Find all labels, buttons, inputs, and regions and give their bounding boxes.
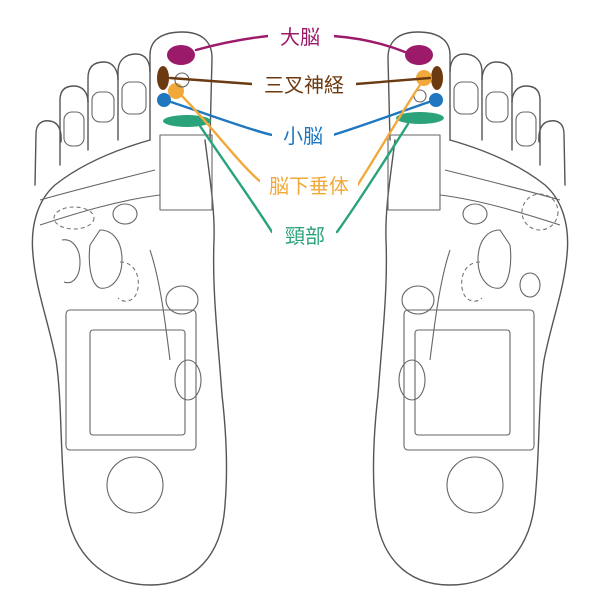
right-trigeminal-leader xyxy=(354,76,432,86)
left-big-toe xyxy=(149,31,213,141)
right-stomach-zone xyxy=(401,285,435,315)
cerebrum-label: 大脳 xyxy=(280,25,320,49)
right-big-toe xyxy=(387,31,451,141)
left-liver-zone xyxy=(61,239,81,284)
reflex-zones xyxy=(157,45,444,127)
left-heel-zone xyxy=(106,456,164,514)
right-adrenal-zone xyxy=(462,203,488,225)
left-toe-5 xyxy=(34,120,62,186)
cerebellum-label: 小脳 xyxy=(283,124,323,148)
pituitary-label-bg xyxy=(260,172,358,200)
right-cerebrum-leader xyxy=(331,34,407,54)
right-ureter-zone xyxy=(461,261,483,302)
trigeminal-label-bg xyxy=(252,70,356,98)
right-lung-line xyxy=(439,194,561,226)
left-adrenal-zone xyxy=(112,203,138,225)
left-cerebrum-zone xyxy=(167,45,195,65)
left-trigeminal-leader xyxy=(168,76,254,86)
left-toe3-pad xyxy=(91,91,115,123)
cerebellum-label-bg xyxy=(272,122,334,150)
left-shoulder-line xyxy=(39,169,156,201)
left-toe2-pad xyxy=(121,81,147,115)
left-kidney-zone xyxy=(88,229,123,289)
left-small-intestine-zone xyxy=(89,329,186,436)
left-shoulder-zone xyxy=(53,206,95,230)
right-cerebellum-leader xyxy=(331,100,431,137)
right-spine-line xyxy=(429,249,451,361)
left-foot xyxy=(31,31,228,586)
right-toe4-pad xyxy=(515,111,537,147)
left-pituitary-leader xyxy=(180,94,264,185)
right-neck-leader xyxy=(335,122,410,234)
left-cerebellum-zone xyxy=(157,93,171,107)
right-trigeminal-zone xyxy=(431,66,443,90)
left-toe-2 xyxy=(117,53,151,141)
right-toe-2 xyxy=(449,53,483,141)
left-spine-line xyxy=(149,249,171,361)
cerebrum-label-bg xyxy=(268,22,334,50)
pituitary-label: 脳下垂体 xyxy=(269,174,349,198)
right-foot-outline xyxy=(372,139,569,586)
right-bladder-zone xyxy=(398,359,426,401)
left-bladder-zone xyxy=(174,359,202,401)
right-pituitary-leader xyxy=(355,83,422,188)
right-small-intestine-zone xyxy=(414,329,511,436)
labels: 大脳 三叉神経 小脳 脳下垂体 頸部 xyxy=(252,22,358,250)
left-foot-outline xyxy=(31,139,228,586)
left-cerebrum-leader xyxy=(194,34,270,52)
left-bigtoe-base xyxy=(159,134,213,211)
right-bigtoe-base xyxy=(387,134,441,211)
right-foot xyxy=(372,31,569,586)
right-shoulder-line xyxy=(444,169,561,201)
left-toe-3 xyxy=(87,61,119,151)
right-toe-5 xyxy=(538,120,566,186)
left-neck-zone xyxy=(163,115,211,127)
right-cerebellum-zone xyxy=(429,93,443,107)
trigeminal-label: 三叉神経 xyxy=(264,73,344,97)
left-toe-4 xyxy=(59,85,89,166)
right-toe-4 xyxy=(511,85,541,166)
right-cerebrum-zone xyxy=(405,45,433,65)
left-lung-line xyxy=(39,194,161,226)
left-toe4-pad xyxy=(63,111,85,147)
left-cerebellum-leader xyxy=(169,100,274,137)
left-ureter-zone xyxy=(117,261,139,302)
right-neck-zone xyxy=(396,112,444,124)
right-kidney-zone xyxy=(477,229,512,289)
left-neck-leader xyxy=(198,124,274,234)
neck-label: 頸部 xyxy=(285,224,325,248)
left-intestine-zone xyxy=(65,309,197,451)
right-heel-zone xyxy=(446,456,504,514)
right-gallbladder-zone xyxy=(519,272,541,298)
neck-label-bg xyxy=(272,222,336,250)
left-trigeminal-zone xyxy=(157,66,169,90)
right-toe3-pad xyxy=(485,91,509,123)
right-toe2-pad xyxy=(453,81,479,115)
right-toe-3 xyxy=(481,61,513,151)
right-shoulder-zone xyxy=(521,193,559,231)
leader-lines xyxy=(168,34,432,234)
left-stomach-zone xyxy=(165,285,199,315)
right-intestine-zone xyxy=(403,309,535,451)
